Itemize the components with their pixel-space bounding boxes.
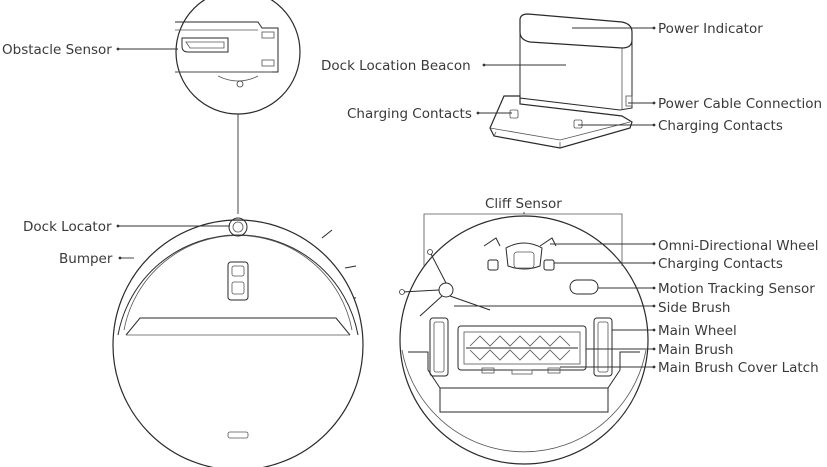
- label-obstacle-sensor: Obstacle Sensor: [2, 42, 112, 58]
- label-main-brush: Main Brush: [658, 342, 733, 358]
- robot-bottom-view: [399, 213, 649, 465]
- label-side-brush: Side Brush: [658, 300, 730, 316]
- label-main-wheel: Main Wheel: [658, 323, 737, 339]
- label-dock-locator: Dock Locator: [23, 219, 112, 235]
- label-power-indicator: Power Indicator: [658, 21, 763, 37]
- label-robot-charging-contacts: Charging Contacts: [658, 256, 783, 272]
- label-bumper: Bumper: [59, 251, 113, 267]
- label-power-cable-connection: Power Cable Connection: [658, 96, 822, 112]
- charging-dock: [489, 13, 633, 149]
- side-brush: [399, 249, 491, 317]
- robot-top-body: [112, 217, 364, 467]
- label-omni-directional-wheel: Omni-Directional Wheel: [658, 238, 819, 254]
- robot-top-view: [112, 0, 364, 467]
- label-dock-location-beacon: Dock Location Beacon: [321, 58, 471, 74]
- label-dock-charging-contacts-right: Charging Contacts: [658, 118, 783, 134]
- label-main-brush-cover-latch: Main Brush Cover Latch: [658, 360, 819, 376]
- label-motion-tracking-sensor: Motion Tracking Sensor: [658, 281, 815, 297]
- label-dock-charging-contacts-left: Charging Contacts: [347, 106, 472, 122]
- obstacle-sensor-zoom: [175, 0, 301, 115]
- label-cliff-sensor: Cliff Sensor: [485, 196, 562, 212]
